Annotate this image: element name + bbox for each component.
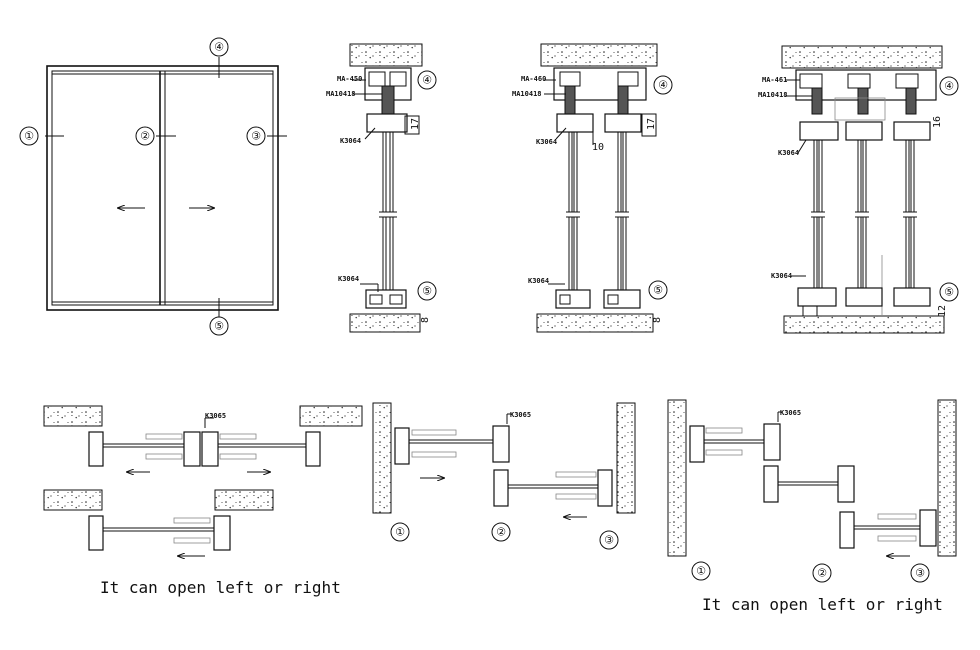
svg-text:②: ② [817, 567, 827, 580]
caption-right: It can open left or right [702, 595, 943, 614]
dim-sill: 8 [652, 317, 663, 323]
section-marker-4: ④ [417, 70, 437, 90]
svg-text:②: ② [140, 130, 150, 143]
sill-concrete [783, 315, 945, 334]
svg-text:③: ③ [251, 130, 261, 143]
section-marker-5: ⑤ [417, 281, 437, 301]
dim-head: 17 [646, 118, 657, 130]
plan-b-marker-1: ① [390, 522, 410, 542]
elevation-marker-1: ① [19, 126, 39, 146]
plan-profile-label: K3065 [510, 411, 531, 419]
section-3-track: MA-461 MA10418 K3064 K3064 16 12 ④ ⑤ [758, 45, 959, 334]
head-concrete [781, 45, 943, 69]
svg-text:①: ① [395, 526, 405, 539]
section-marker-5: ⑤ [939, 282, 959, 302]
dim-head: 17 [410, 118, 421, 130]
svg-text:④: ④ [214, 41, 224, 54]
svg-text:⑤: ⑤ [214, 320, 224, 333]
svg-text:④: ④ [944, 80, 954, 93]
elevation-marker-2: ② [135, 126, 155, 146]
profile-label-bottom-sash: K3064 [528, 277, 549, 285]
profile-label-track: MA10418 [758, 91, 788, 99]
dim-sill: 12 [937, 305, 948, 317]
svg-text:③: ③ [604, 534, 614, 547]
dim-interlock: 10 [592, 142, 604, 153]
plan-profile-label: K3065 [205, 412, 226, 420]
dim-head: 16 [932, 116, 943, 128]
profile-label-bottom-sash: K3064 [771, 272, 792, 280]
head-concrete [540, 43, 658, 67]
svg-text:⑤: ⑤ [422, 285, 432, 298]
plan-three-track: K3065 ① ② ③ [667, 399, 957, 583]
profile-label-top-sash: K3064 [340, 137, 361, 145]
dim-sill: 8 [420, 317, 431, 323]
svg-text:⑤: ⑤ [944, 286, 954, 299]
profile-label-bottom-sash: K3064 [338, 275, 359, 283]
svg-text:④: ④ [422, 74, 432, 87]
plan-c-marker-2: ② [812, 563, 832, 583]
profile-label-track: MA10418 [326, 90, 356, 98]
plan-profile-label: K3065 [780, 409, 801, 417]
sill-concrete [349, 313, 421, 333]
profile-label-head: MA-460 [521, 75, 546, 83]
plan-two-track: K3065 ① ② ③ [372, 402, 636, 550]
elevation-marker-5: ⑤ [209, 316, 229, 336]
caption-left: It can open left or right [100, 578, 341, 597]
plan-b-marker-2: ② [491, 522, 511, 542]
section-marker-4: ④ [653, 75, 673, 95]
profile-label-head: MA-461 [762, 76, 787, 84]
door-elevation: ① ② ③ ④ ⑤ [19, 37, 287, 336]
profile-label-top-sash: K3064 [778, 149, 799, 157]
elevation-marker-4: ④ [209, 37, 229, 57]
profile-label-top-sash: K3064 [536, 138, 557, 146]
section-marker-4: ④ [939, 76, 959, 96]
plan-b-marker-3: ③ [599, 530, 619, 550]
section-2-track-double: MA-460 MA10418 K3064 K3064 17 10 8 ④ ⑤ [512, 43, 673, 333]
head-concrete [349, 43, 423, 67]
sill-concrete [536, 313, 654, 333]
plan-c-marker-3: ③ [910, 563, 930, 583]
profile-label-head: MA-450 [337, 75, 362, 83]
svg-text:③: ③ [915, 567, 925, 580]
plan-two-panel: K3065 [43, 405, 363, 556]
elevation-marker-3: ③ [246, 126, 266, 146]
plan-c-marker-1: ① [691, 561, 711, 581]
svg-text:②: ② [496, 526, 506, 539]
section-marker-5: ⑤ [648, 280, 668, 300]
svg-text:⑤: ⑤ [653, 284, 663, 297]
section-2-track: MA-450 MA10418 K3064 K3064 17 8 ④ ⑤ [326, 43, 437, 333]
svg-text:①: ① [696, 565, 706, 578]
profile-label-track: MA10418 [512, 90, 542, 98]
svg-text:④: ④ [658, 79, 668, 92]
svg-text:①: ① [24, 130, 34, 143]
